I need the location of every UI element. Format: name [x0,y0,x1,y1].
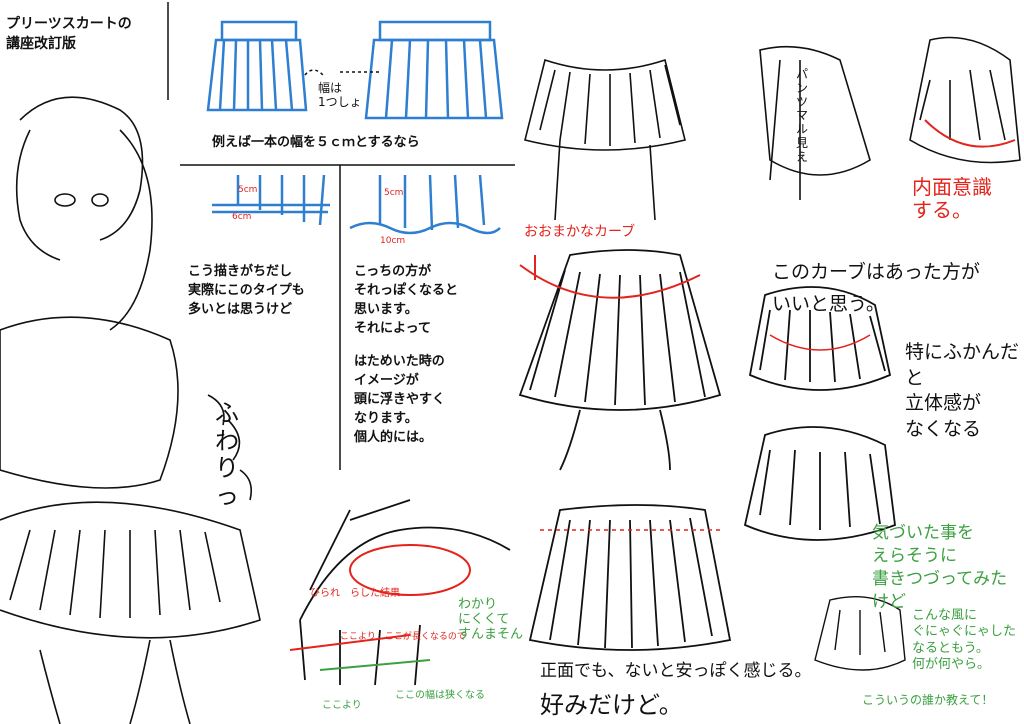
curve-recommend-note: このカーブはあった方が いいと思う。 [772,261,980,316]
skirt-top-side [759,45,871,200]
skirt-small-crumpled [814,595,906,671]
green-comment-1: 気づいた事を えらそうに 書きつづってみたけど [872,523,1008,612]
skirt-top-front [524,58,686,221]
green-comment-2: こんな風に ぐにゃぐにゃした なるともう。 何が何やら。 [912,608,1017,672]
skirt-bottom-front [528,504,732,651]
fold-green-note-3: ここより [322,700,362,711]
page-title: プリーツスカートの 講座改訂版 [6,16,132,52]
green-comment-3: こういうの誰か教えて！ [862,693,994,707]
mid-right-caption-2: はためいた時の イメージが 頭に浮きやすく なります。 個人的には。 [354,354,446,445]
skirt-mid-right-1 [748,286,892,391]
preference-note: 好みだけど。 [540,691,683,719]
panel-dividers [167,2,515,470]
fold-green-note-2: ここの幅は狭くなる [395,690,485,701]
vertical-note: パンツ マル見え [796,67,809,164]
fold-red-note-2: ここより ここが長くなるので [340,632,466,642]
girl-sfx: ふわりっ [215,399,239,510]
skirt-mid-left [518,249,722,471]
overhead-note: 特にふかんだと 立体感が なくなる [905,341,1020,440]
measure-label-right-bottom: 10cm [380,236,406,246]
mid-right-caption-1: こっちの方が それっぽくなると 思います。 それによって [354,264,459,336]
fold-detail [299,499,511,686]
fold-red-note: ひられ らした結果 [310,588,400,599]
measure-label-left-top: 5cm [238,185,258,195]
front-note: 正面でも、ないと安っぽく感じる。 [540,661,812,681]
mid-left-caption: こう描きがちだし 実際にこのタイプも 多いとは思うけど [188,264,305,317]
blue-skirt-diagram-2 [364,20,504,120]
blue-pleat-diagram-right [349,174,501,235]
fold-green-note: わかり にくくて すんまそん [458,597,524,642]
blue-pleat-diagram-left [212,174,330,226]
top-caption: 例えば一本の幅を５ｃｍとするなら [212,135,420,150]
skirt-mid-right-2 [743,426,896,541]
skirt-top-right [909,36,1021,164]
pleat-width-note: 幅は 1つしょ [318,81,362,109]
girl-illustration [0,96,261,724]
measure-label-left-bottom: 6cm [232,212,252,222]
measure-label-right-top: 5cm [384,188,404,198]
curve-note: おおまかなカーブ [524,224,636,240]
red-circle-annotation [349,544,471,596]
blue-skirt-diagram-1 [206,20,308,112]
inner-surface-note: 内面意識 する。 [912,175,992,222]
